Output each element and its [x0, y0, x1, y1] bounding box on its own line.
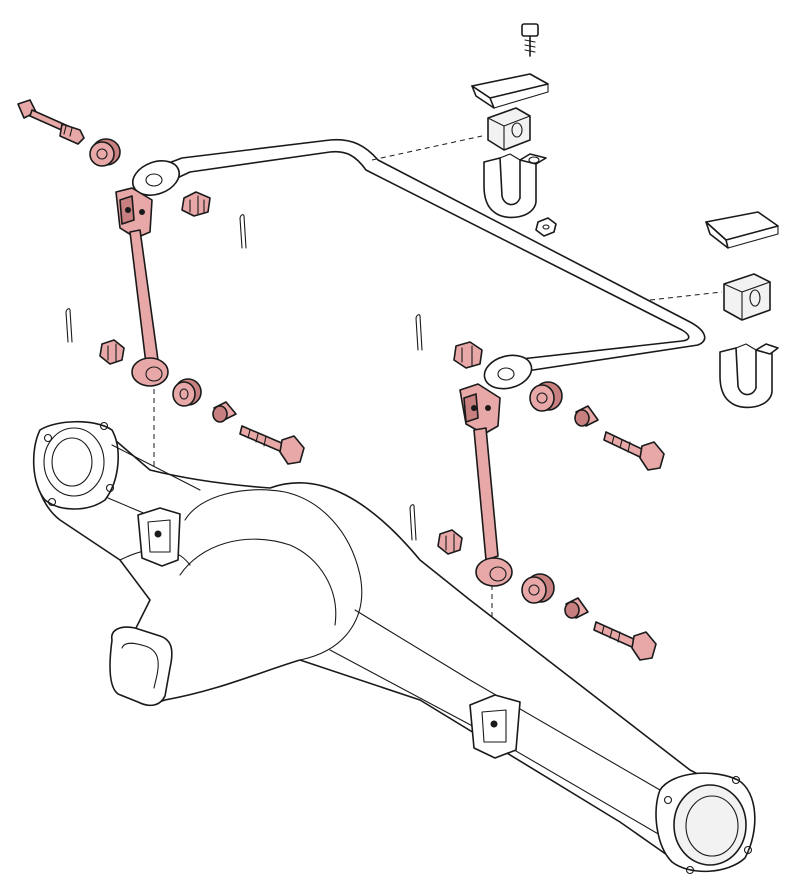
- right-bushing: [723, 273, 771, 321]
- left-cotter-pin-upper: [239, 214, 247, 249]
- right-link-rod: [473, 427, 499, 561]
- right-lower-sleeve: [564, 597, 589, 619]
- left-top-bushing: [89, 138, 121, 167]
- stabilizer-bar: [131, 138, 706, 390]
- right-cotter-pin-upper: [415, 314, 423, 351]
- mounting-hardware-upper: [471, 23, 557, 237]
- right-drop-link-assembly: [409, 314, 665, 661]
- right-upper-sleeve: [574, 405, 599, 427]
- upper-u-clamp: [483, 153, 547, 219]
- right-link-lower-eye: [475, 557, 513, 587]
- left-sleeve: [212, 401, 237, 423]
- right-cotter-pin-lower: [409, 504, 417, 541]
- right-upper-bolt: [603, 431, 665, 471]
- upper-nut-icon: [535, 217, 557, 237]
- left-drop-link-assembly: [17, 99, 305, 465]
- left-lower-bushing: [172, 378, 202, 407]
- upper-clamp-plate: [471, 73, 549, 109]
- left-lower-bolt: [239, 425, 305, 465]
- mounting-hardware-right: [705, 211, 779, 409]
- right-lower-bolt: [593, 621, 657, 661]
- right-link-upper-bracket: [459, 383, 501, 435]
- left-castle-nut-lower: [99, 339, 125, 365]
- right-upper-bushing: [529, 381, 563, 412]
- right-u-clamp: [719, 343, 779, 409]
- upper-bushing: [487, 107, 531, 151]
- left-cotter-pin-lower: [65, 308, 73, 343]
- left-top-bolt: [17, 99, 85, 145]
- right-castle-nut-upper: [453, 341, 483, 369]
- left-link-rod: [129, 229, 159, 365]
- left-castle-nut-upper: [181, 191, 211, 217]
- right-castle-nut-lower: [437, 529, 463, 555]
- rear-axle-housing: [32, 420, 756, 875]
- upper-bolt-icon: [521, 23, 539, 57]
- right-clamp-plate: [705, 211, 779, 249]
- right-lower-bushing: [521, 573, 555, 604]
- left-link-upper-bracket: [115, 187, 153, 239]
- left-link-lower-eye: [131, 357, 169, 387]
